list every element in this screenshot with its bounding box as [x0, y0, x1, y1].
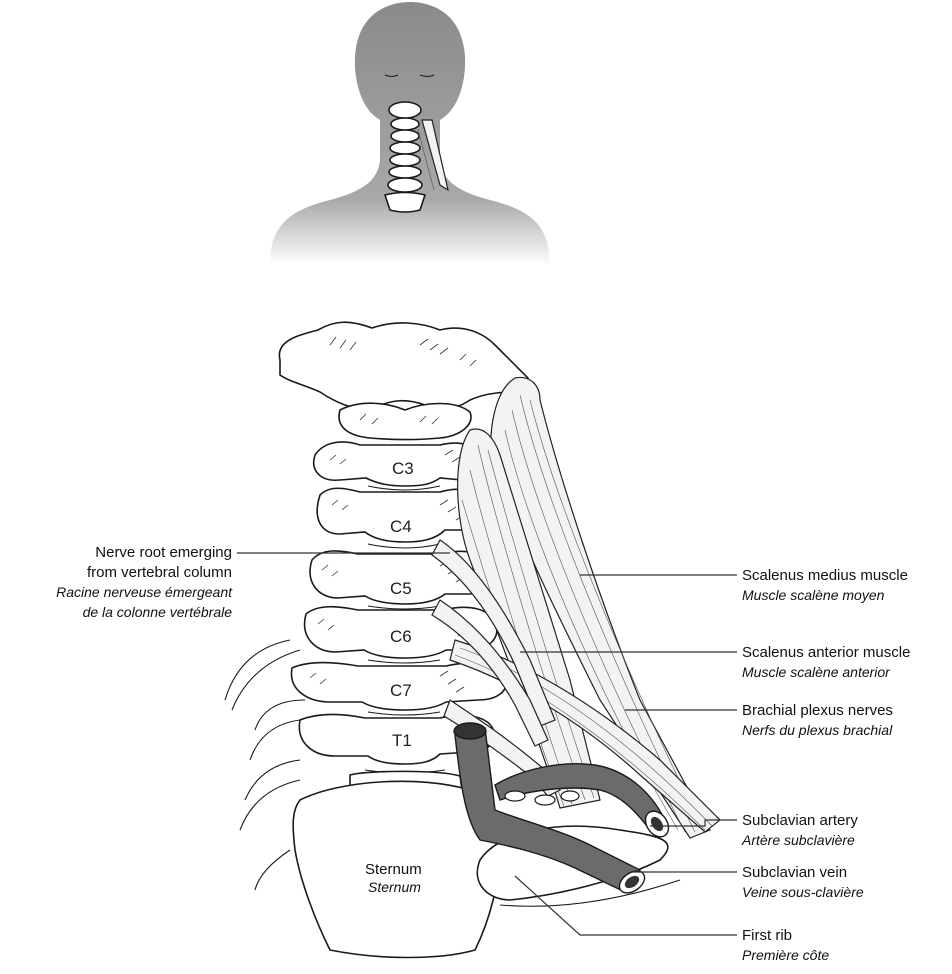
- nerve-root-en-2: from vertebral column: [87, 564, 232, 581]
- body-silhouette: [270, 2, 550, 265]
- subclavian-artery-fr: Artère subclavière: [741, 832, 855, 848]
- scalenus-medius-fr: Muscle scalène moyen: [742, 587, 885, 603]
- label-brachial-plexus: Brachial plexus nerves Nerfs du plexus b…: [742, 702, 893, 738]
- nerve-root-fr-2: de la colonne vertébrale: [83, 604, 233, 620]
- nerve-root-fr-1: Racine nerveuse émergeant: [56, 584, 233, 600]
- sternum-label-fr: Sternum: [368, 879, 421, 895]
- label-scalenus-medius: Scalenus medius muscle Muscle scalène mo…: [742, 567, 908, 603]
- sternum-label-en: Sternum: [365, 861, 422, 878]
- label-subclavian-vein: Subclavian vein Veine sous-clavière: [742, 864, 864, 900]
- label-subclavian-artery: Subclavian artery Artère subclavière: [741, 812, 858, 848]
- brachial-plexus-fr: Nerfs du plexus brachial: [742, 722, 893, 738]
- label-c6: C6: [390, 627, 412, 646]
- subclavian-vein-fr: Veine sous-clavière: [742, 884, 864, 900]
- label-c3: C3: [392, 459, 414, 478]
- label-nerve-root: Nerve root emerging from vertebral colum…: [56, 544, 233, 620]
- label-c5: C5: [390, 579, 412, 598]
- label-first-rib: First rib Première côte: [742, 927, 829, 963]
- first-rib-fr: Première côte: [742, 947, 829, 963]
- scalenus-anterior-fr: Muscle scalène anterior: [742, 664, 891, 680]
- first-rib-en: First rib: [742, 927, 792, 944]
- label-c4: C4: [390, 517, 412, 536]
- label-t1: T1: [392, 731, 412, 750]
- scalenus-medius-en: Scalenus medius muscle: [742, 567, 908, 584]
- nerve-root-en-1: Nerve root emerging: [95, 544, 232, 561]
- upper-cervical: [279, 322, 528, 439]
- label-scalenus-anterior: Scalenus anterior muscle Muscle scalène …: [742, 644, 910, 680]
- brachial-plexus-en: Brachial plexus nerves: [742, 702, 893, 719]
- label-c7: C7: [390, 681, 412, 700]
- scalenus-anterior-en: Scalenus anterior muscle: [742, 644, 910, 661]
- subclavian-vein-en: Subclavian vein: [742, 864, 847, 881]
- subclavian-artery-en: Subclavian artery: [742, 812, 858, 829]
